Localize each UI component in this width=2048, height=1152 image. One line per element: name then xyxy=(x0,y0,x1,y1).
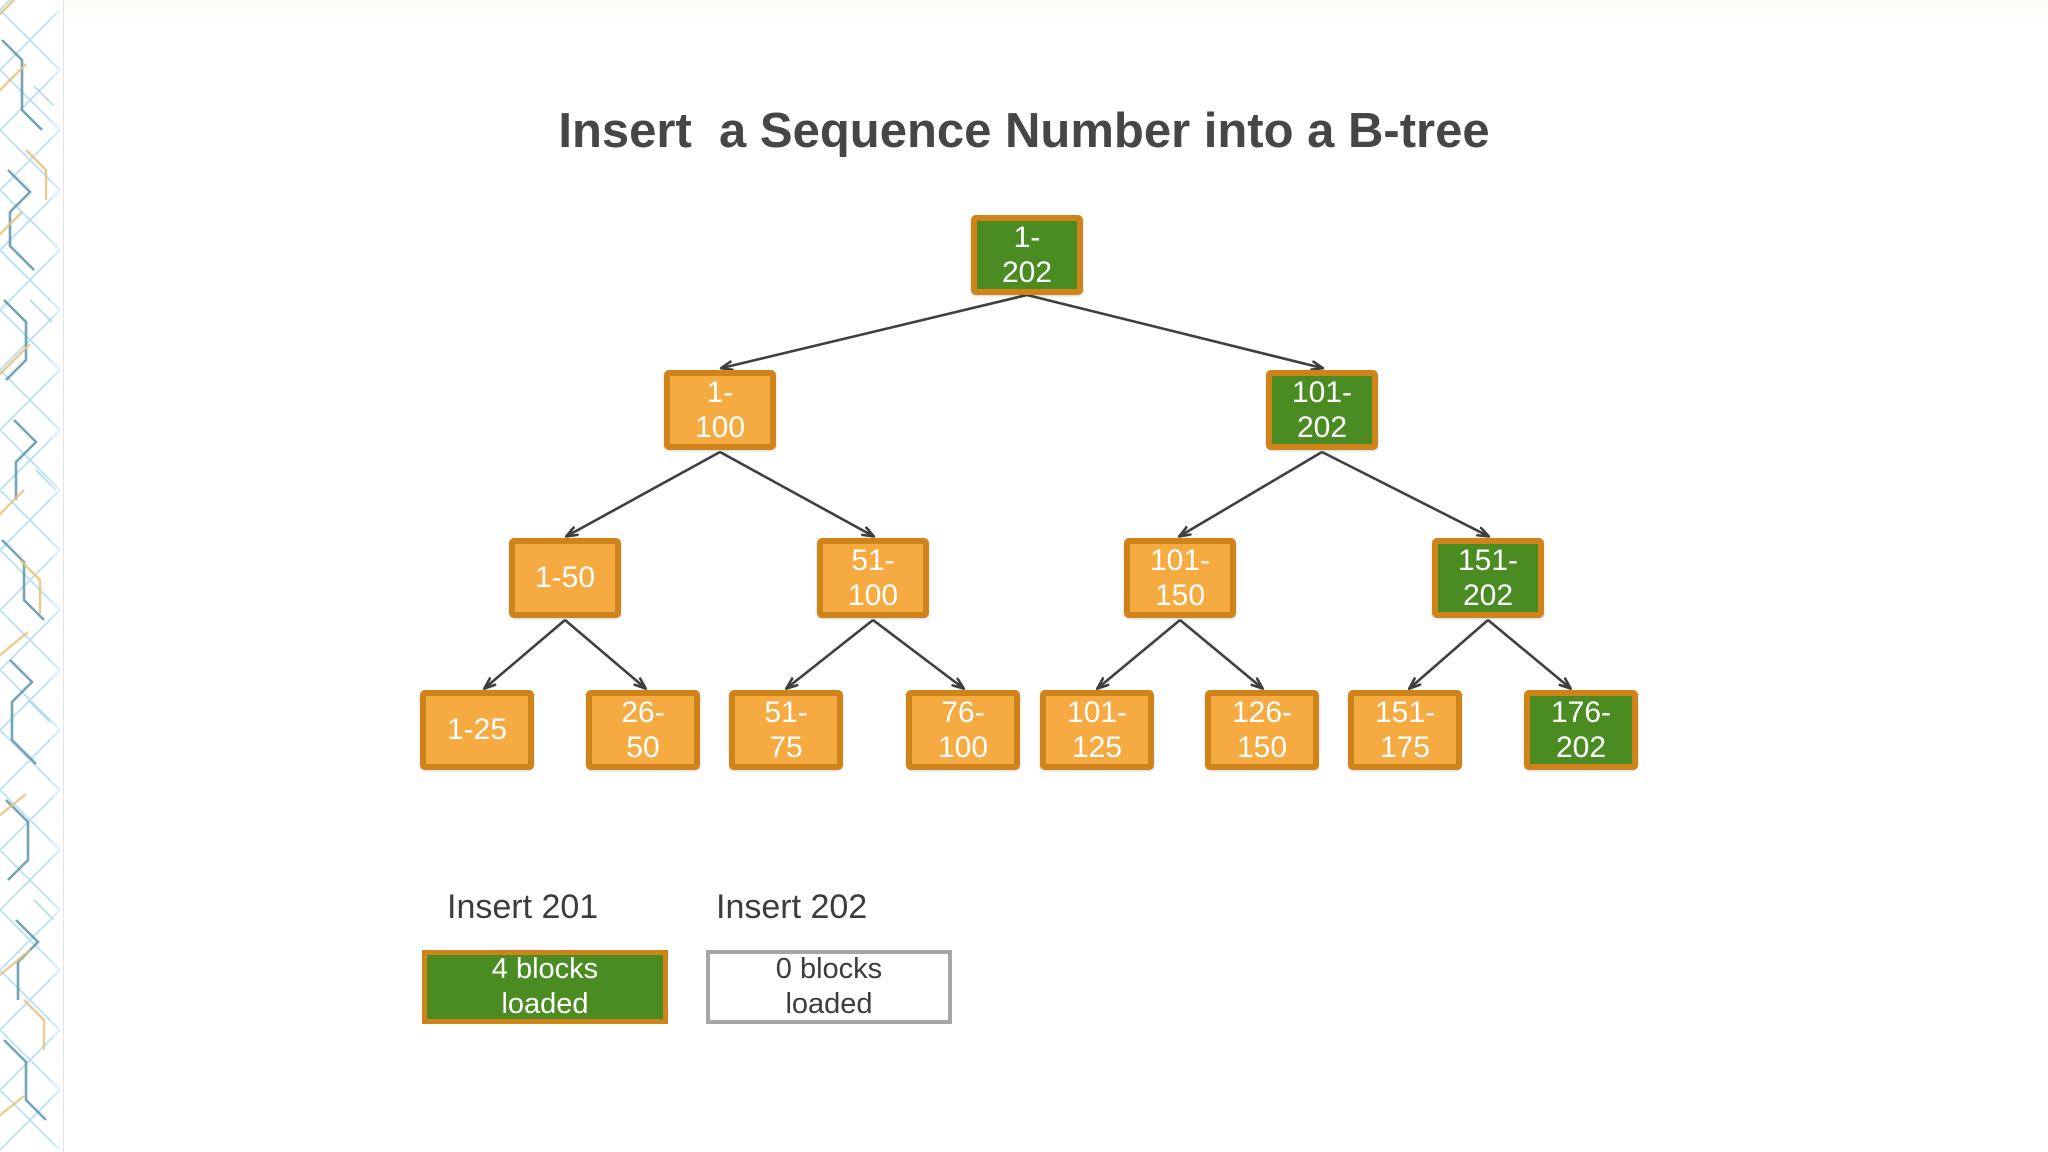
circuit-pattern-icon xyxy=(0,0,64,1152)
edge-51-100-to-51-75 xyxy=(787,618,874,688)
legend-box-4-blocks-loaded[interactable]: 4 blocks loaded xyxy=(422,950,668,1024)
edge-151-202-to-151-175 xyxy=(1410,619,1489,688)
edge-101-150-to-126-150 xyxy=(1179,618,1262,688)
tree-node-label: 1- 100 xyxy=(694,375,746,444)
tree-node-51-100[interactable]: 51- 100 xyxy=(817,538,929,618)
tree-node-label: 101- 125 xyxy=(1066,695,1128,764)
legend-box-label: 4 blocks loaded xyxy=(491,952,599,1020)
tree-node-1-50[interactable]: 1-50 xyxy=(509,538,621,618)
edge-1-100-to-1-50 xyxy=(567,450,721,536)
tree-node-1-100[interactable]: 1- 100 xyxy=(664,370,776,450)
edge-divider-line xyxy=(63,0,64,1152)
tree-node-root[interactable]: 1- 202 xyxy=(971,215,1083,295)
tree-leaf-76-100[interactable]: 76- 100 xyxy=(906,690,1020,770)
tree-node-101-202[interactable]: 101- 202 xyxy=(1266,370,1378,450)
tree-node-label: 101- 150 xyxy=(1149,543,1211,612)
top-tint-band xyxy=(64,0,2048,26)
legend-caption-insert-202: Insert 202 xyxy=(716,888,868,926)
legend-box-0-blocks-loaded[interactable]: 0 blocks loaded xyxy=(706,950,952,1024)
edge-root-to-101-202 xyxy=(1026,293,1322,368)
tree-node-label: 76- 100 xyxy=(937,695,989,764)
edge-root-to-1-100 xyxy=(722,293,1028,368)
tree-node-label: 126- 150 xyxy=(1231,695,1293,764)
tree-node-label: 1-50 xyxy=(534,561,596,595)
tree-leaf-151-175[interactable]: 151- 175 xyxy=(1348,690,1462,770)
tree-node-label: 101- 202 xyxy=(1291,375,1353,444)
decorative-circuit-strip xyxy=(0,0,64,1152)
tree-leaf-176-202[interactable]: 176- 202 xyxy=(1524,690,1638,770)
tree-node-151-202[interactable]: 151- 202 xyxy=(1432,538,1544,618)
legend-box-label: 0 blocks loaded xyxy=(775,952,883,1020)
tree-node-label: 1-25 xyxy=(446,713,508,747)
edge-101-202-to-151-202 xyxy=(1321,450,1488,536)
tree-node-label: 1- 202 xyxy=(1001,220,1053,289)
edge-1-100-to-51-100 xyxy=(719,450,873,536)
tree-node-label: 151- 175 xyxy=(1374,695,1436,764)
legend-caption-insert-201: Insert 201 xyxy=(447,888,599,926)
edge-51-100-to-76-100 xyxy=(872,618,963,688)
tree-node-label: 151- 202 xyxy=(1457,543,1519,612)
tree-leaf-126-150[interactable]: 126- 150 xyxy=(1205,690,1319,770)
edge-1-50-to-26-50 xyxy=(564,619,645,688)
edge-1-50-to-1-25 xyxy=(485,619,566,688)
edge-151-202-to-176-202 xyxy=(1487,618,1570,688)
tree-leaf-1-25[interactable]: 1-25 xyxy=(420,690,534,770)
tree-leaf-51-75[interactable]: 51- 75 xyxy=(729,690,843,770)
tree-leaf-101-125[interactable]: 101- 125 xyxy=(1040,690,1154,770)
edge-101-202-to-101-150 xyxy=(1180,450,1323,536)
tree-node-label: 26- 50 xyxy=(621,695,665,764)
tree-node-label: 51- 75 xyxy=(764,695,808,764)
tree-node-label: 176- 202 xyxy=(1550,695,1612,764)
tree-node-101-150[interactable]: 101- 150 xyxy=(1124,538,1236,618)
edge-101-150-to-101-125 xyxy=(1098,618,1181,688)
tree-node-label: 51- 100 xyxy=(847,543,899,612)
tree-leaf-26-50[interactable]: 26- 50 xyxy=(586,690,700,770)
page-title: Insert a Sequence Number into a B-tree xyxy=(558,104,1490,158)
